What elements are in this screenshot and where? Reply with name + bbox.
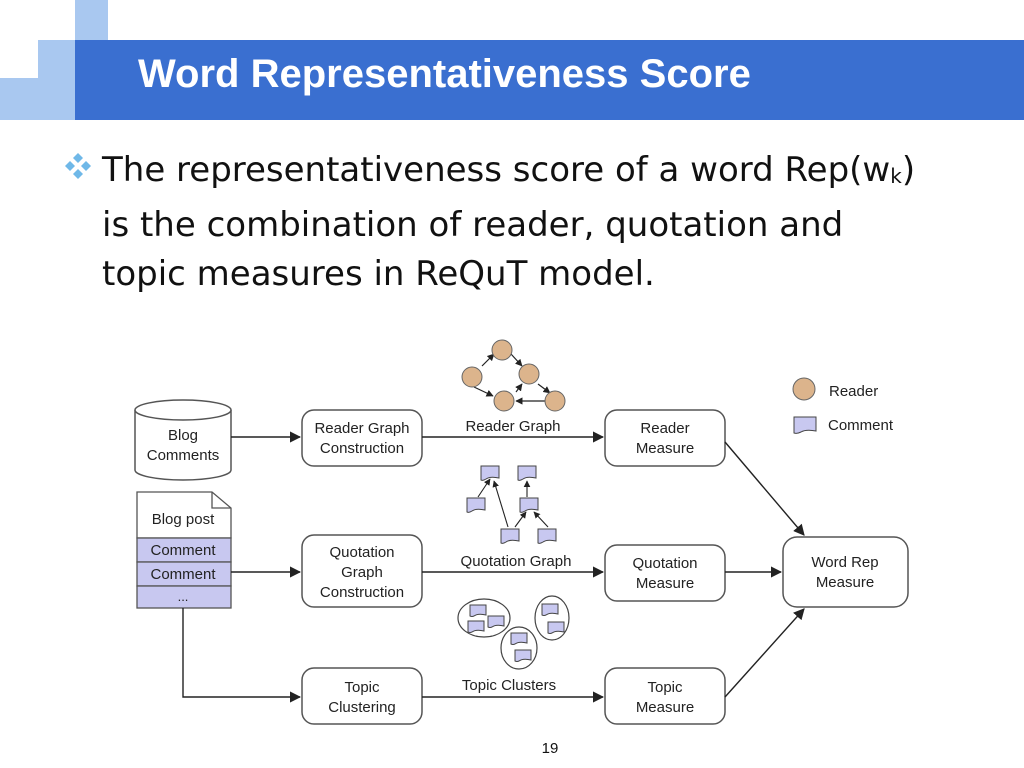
topic-clustering-box: Topic Clustering (301, 667, 423, 725)
svg-text:Graph: Graph (341, 564, 383, 581)
topic-clusters-illustration: Topic Clusters (457, 595, 570, 694)
legend-reader-swatch (792, 377, 816, 401)
reader-node (518, 363, 540, 385)
legend-comment-swatch (793, 416, 817, 434)
svg-text:Construction: Construction (320, 440, 404, 457)
svg-text:Reader Graph: Reader Graph (314, 420, 409, 437)
svg-text:Reader: Reader (640, 420, 689, 437)
blog-post-label: Blog post (152, 511, 215, 528)
svg-text:Quotation: Quotation (632, 555, 697, 572)
reader-node (544, 390, 566, 412)
decor-square (75, 0, 108, 40)
blog-post-stack: Blog post Comment Comment ... (136, 491, 232, 609)
quotation-graph-construction-box: Quotation Graph Construction (301, 534, 423, 608)
svg-text:Measure: Measure (636, 440, 694, 457)
svg-text:Clustering: Clustering (328, 699, 396, 716)
db-label-line1: Blog (168, 427, 198, 444)
reader-node (461, 366, 483, 388)
comment-row-1: Comment (150, 542, 216, 559)
svg-text:Measure: Measure (636, 699, 694, 716)
reader-graph-construction-box: Reader Graph Construction (301, 409, 423, 467)
db-label-line2: Comments (147, 447, 220, 464)
decor-square (38, 40, 75, 78)
slide-title: Word Representativeness Score (138, 52, 751, 96)
quotation-measure-box: Quotation Measure (604, 544, 726, 602)
svg-text:Measure: Measure (636, 575, 694, 592)
reader-graph-illustration: Reader Graph (461, 339, 566, 435)
svg-text:Measure: Measure (816, 574, 874, 591)
topic-clusters-label: Topic Clusters (462, 677, 556, 694)
topic-measure-box: Topic Measure (604, 667, 726, 725)
legend: Reader Comment (792, 377, 894, 434)
page-number: 19 (541, 740, 559, 757)
reader-graph-label: Reader Graph (465, 418, 560, 435)
svg-text:Topic: Topic (647, 679, 683, 696)
reader-node (491, 339, 513, 361)
decor-square (38, 78, 75, 120)
svg-text:Word Rep: Word Rep (811, 554, 878, 571)
ellipsis-row: ... (178, 589, 189, 604)
flow-arrows (182, 431, 805, 703)
word-rep-measure-box: Word Rep Measure (782, 536, 909, 608)
svg-text:Construction: Construction (320, 584, 404, 601)
svg-text:Quotation: Quotation (329, 544, 394, 561)
diamond-bullet-icon (65, 153, 91, 179)
legend-reader-label: Reader (829, 383, 878, 400)
reader-measure-box: Reader Measure (604, 409, 726, 467)
decor-square (0, 78, 38, 120)
bullet-text: The representativeness score of a word R… (102, 150, 916, 294)
legend-comment-label: Comment (828, 417, 894, 434)
comment-row-2: Comment (150, 566, 216, 583)
blog-comments-db: Blog Comments (134, 399, 232, 481)
quotation-graph-label: Quotation Graph (461, 553, 572, 570)
quotation-graph-illustration: Quotation Graph (461, 465, 572, 570)
reader-node (493, 390, 515, 412)
svg-text:Topic: Topic (344, 679, 380, 696)
header-bar (75, 40, 1024, 120)
